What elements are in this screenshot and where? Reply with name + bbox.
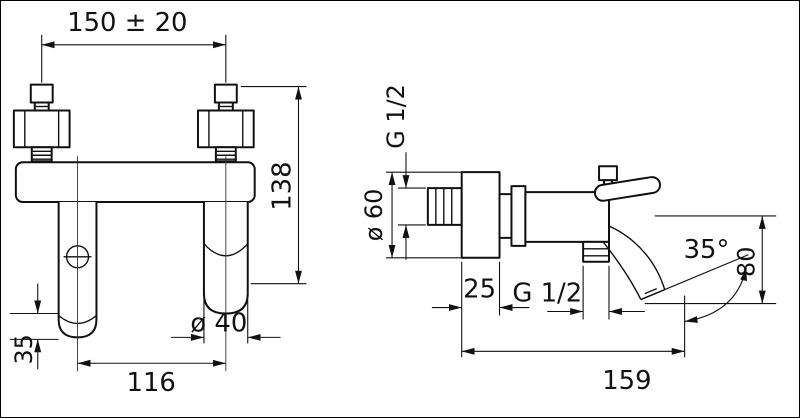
object-line <box>582 240 610 263</box>
object-line <box>426 187 463 226</box>
object-line <box>608 225 666 290</box>
dim-116: 116 <box>77 359 226 398</box>
escutcheon <box>196 109 255 149</box>
dim-label: 150 ± 20 <box>67 8 187 38</box>
object-line <box>213 83 238 104</box>
dim-label: 80 <box>732 247 760 277</box>
dim-label: G 1/2 <box>512 279 582 309</box>
side-view: G 1/2 ø 60 25 G 1/2 35° <box>360 84 777 396</box>
dim-label: 116 <box>127 368 176 398</box>
dim-138: 138 <box>240 86 307 285</box>
dim-25: 25 <box>431 261 530 358</box>
dim-label: 35° <box>684 235 730 265</box>
dim-dia-40: ø 40 <box>171 299 281 344</box>
dim-159: 159 <box>461 295 686 396</box>
dim-label: ø 60 <box>360 189 388 242</box>
mixer-body-side <box>524 191 610 243</box>
object-line <box>29 83 54 104</box>
dim-label: ø 40 <box>190 308 247 338</box>
wall-flange <box>460 171 501 259</box>
body-ring <box>498 193 513 239</box>
shower-outlet <box>582 240 610 263</box>
front-view: 150 ± 20 138 ø 40 116 35 <box>10 8 307 398</box>
right-mounting-post <box>196 83 255 163</box>
escutcheon <box>12 109 71 149</box>
left-mounting-post <box>12 83 71 163</box>
dim-80: 80 <box>644 215 777 305</box>
body-ring <box>510 185 527 247</box>
object-line <box>598 165 618 182</box>
dim-35: 35 <box>10 283 59 370</box>
dim-label: 35 <box>10 334 38 364</box>
dim-label: G 1/2 <box>382 84 410 149</box>
dim-label: 138 <box>268 161 298 210</box>
object-line <box>593 176 662 202</box>
dim-label: 25 <box>463 275 496 305</box>
mixer-body <box>14 161 256 204</box>
dim-label: 159 <box>602 366 651 396</box>
dim-outlet-thread: G 1/2 <box>512 265 645 320</box>
spout-side <box>602 225 666 301</box>
inlet-nipple <box>426 187 463 226</box>
object-line <box>644 287 658 295</box>
dim-dia-60: ø 60 <box>360 171 462 259</box>
lever-handle <box>593 176 662 202</box>
dim-inlet-thread: G 1/2 <box>382 84 426 260</box>
dim-150: 150 ± 20 <box>41 8 227 83</box>
object-line <box>602 241 642 300</box>
